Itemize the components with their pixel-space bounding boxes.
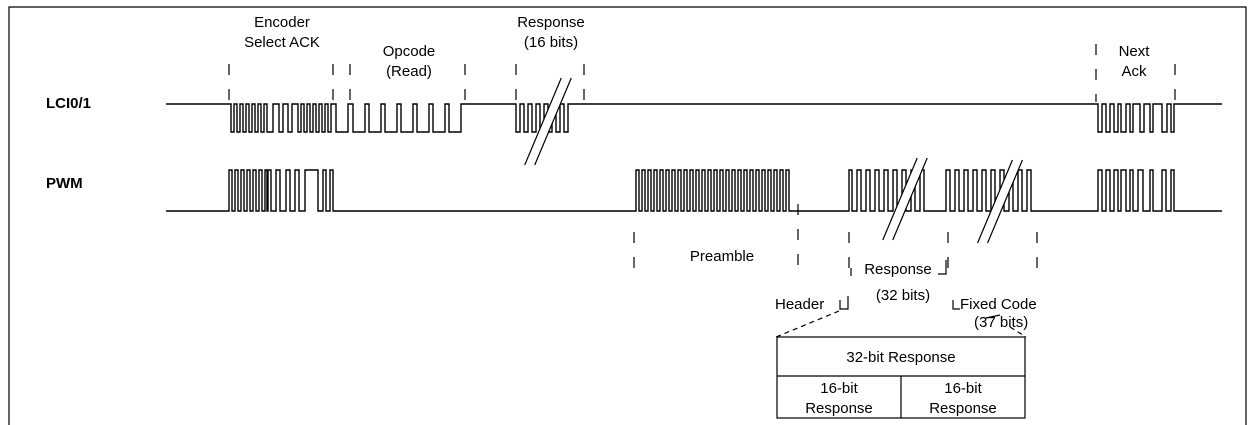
table-cell-left-line1: 16-bit: [820, 380, 858, 397]
break-gap-2: [977, 160, 1023, 243]
break-line-2-1: [987, 159, 1023, 244]
break-line-0-0: [524, 77, 562, 166]
label-response32-line1: Response: [864, 261, 932, 278]
table-cell-right-line2: Response: [929, 400, 997, 417]
break-gap-1: [882, 158, 928, 240]
label-response16-line1: Response: [517, 14, 585, 31]
table-cell-right-line1: 16-bit: [944, 380, 982, 397]
leader-right: [1009, 326, 1027, 338]
table-title: 32-bit Response: [846, 349, 955, 366]
break-line-1-1: [892, 157, 928, 241]
response-table: 32-bit Response 16-bit Response 16-bit R…: [776, 336, 1026, 419]
signal-label-pwm: PWM: [46, 175, 83, 192]
table-cell-left-line2: Response: [805, 400, 873, 417]
label-response16-line2: (16 bits): [524, 34, 578, 51]
header-bracket: [839, 296, 849, 310]
break-marks: [524, 77, 1023, 244]
diagram-frame: [8, 6, 1247, 425]
label-encoder-line2: Select ACK: [244, 34, 320, 51]
signal-label-lci: LCI0/1: [46, 95, 91, 112]
label-preamble: Preamble: [690, 248, 754, 265]
leader-left: [775, 310, 840, 338]
label-next-line1: Next: [1119, 43, 1151, 60]
fixed-code-bracket: [952, 300, 960, 310]
break-line-2-0: [977, 159, 1013, 244]
response32-bracket-right: [938, 260, 947, 275]
break-line-0-1: [534, 77, 572, 166]
break-line-1-0: [882, 157, 918, 241]
pwm-waveform: [166, 169, 1222, 212]
break-gap-0: [524, 78, 572, 165]
label-encoder-line1: Encoder: [254, 14, 310, 31]
label-opcode-line1: Opcode: [383, 43, 436, 60]
phase-markers: [228, 44, 1176, 272]
label-header: Header: [775, 296, 824, 313]
label-fixed-code-line1: Fixed Code: [960, 296, 1037, 313]
fixed-code-strike: [985, 314, 1001, 319]
label-opcode-line2: (Read): [386, 63, 432, 80]
label-next-line2: Ack: [1121, 63, 1147, 80]
label-fixed-code-line2: (37 bits): [974, 314, 1028, 331]
lci-waveform: [166, 103, 1222, 133]
label-response32-line2: (32 bits): [876, 287, 930, 304]
